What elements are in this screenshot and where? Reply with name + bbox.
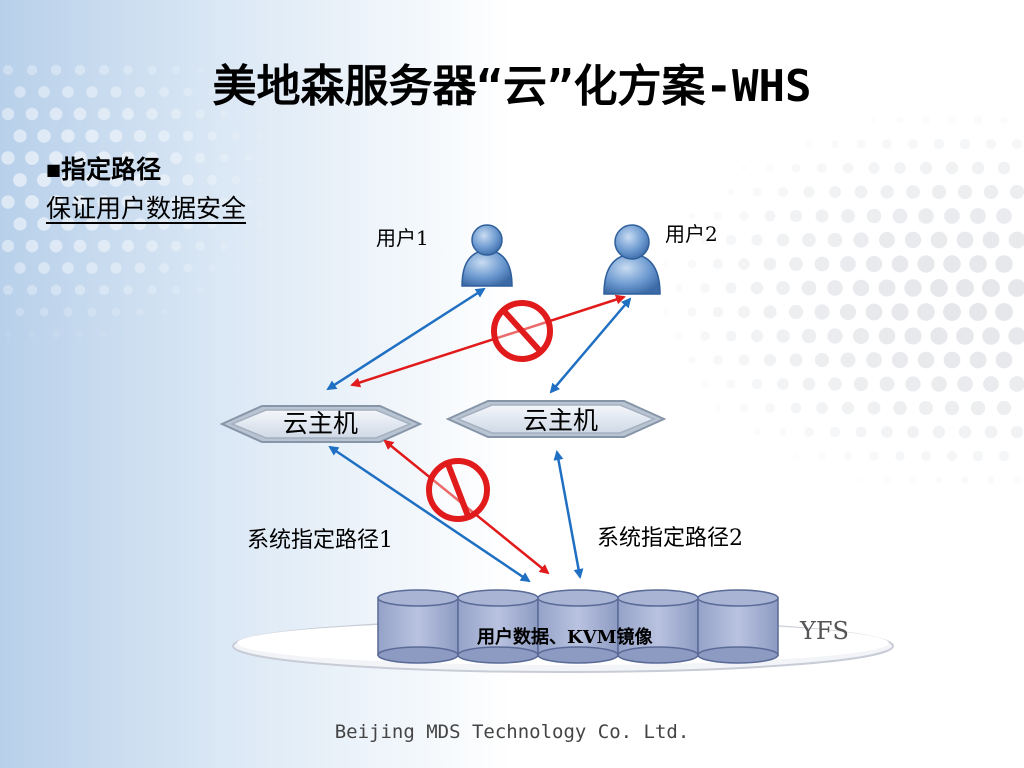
bullet-point: ■指定路径 [46, 150, 161, 186]
system-path-1-label: 系统指定路径1 [247, 528, 393, 553]
disk-cylinder-2 [457, 589, 539, 664]
bullet-marker: ■ [46, 160, 62, 179]
slide-title: 美地森服务器“云”化方案-WHS [212, 61, 812, 112]
cloud-host-1 [219, 405, 423, 443]
prohibited-icon-1 [491, 300, 553, 362]
disk-cylinder-5 [697, 589, 779, 664]
bullet-text: 指定路径 [61, 155, 162, 184]
link-user2-host2 [549, 297, 632, 394]
link-user1-host1 [326, 287, 486, 391]
disk-cylinder-3 [537, 589, 619, 664]
storage-data-label: 用户数据、KVM镜像 [477, 627, 653, 648]
cloud-host-1-label: 云主机 [283, 409, 359, 438]
user-2-person-icon [603, 224, 661, 295]
link-host2-storage [553, 450, 584, 579]
prohibited-icon-2 [426, 458, 490, 522]
footer-company: Beijing MDS Technology Co. Ltd. [334, 721, 690, 743]
disk-cylinder-4 [617, 589, 699, 664]
storage-cylinders [377, 589, 779, 664]
subheading: 保证用户数据安全 [46, 194, 247, 223]
storage-system-label: YFS [800, 617, 849, 645]
user-1-person-icon [461, 224, 513, 287]
cloud-host-2 [445, 400, 667, 438]
link-host1-storage [328, 445, 531, 583]
system-path-2-label: 系统指定路径2 [597, 526, 743, 551]
user-2-label: 用户2 [665, 222, 718, 246]
cloud-host-2-label: 云主机 [523, 406, 599, 435]
user-1-label: 用户1 [376, 226, 429, 250]
blocked-link-user2-host1 [350, 294, 626, 388]
disk-cylinder-1 [377, 589, 459, 664]
